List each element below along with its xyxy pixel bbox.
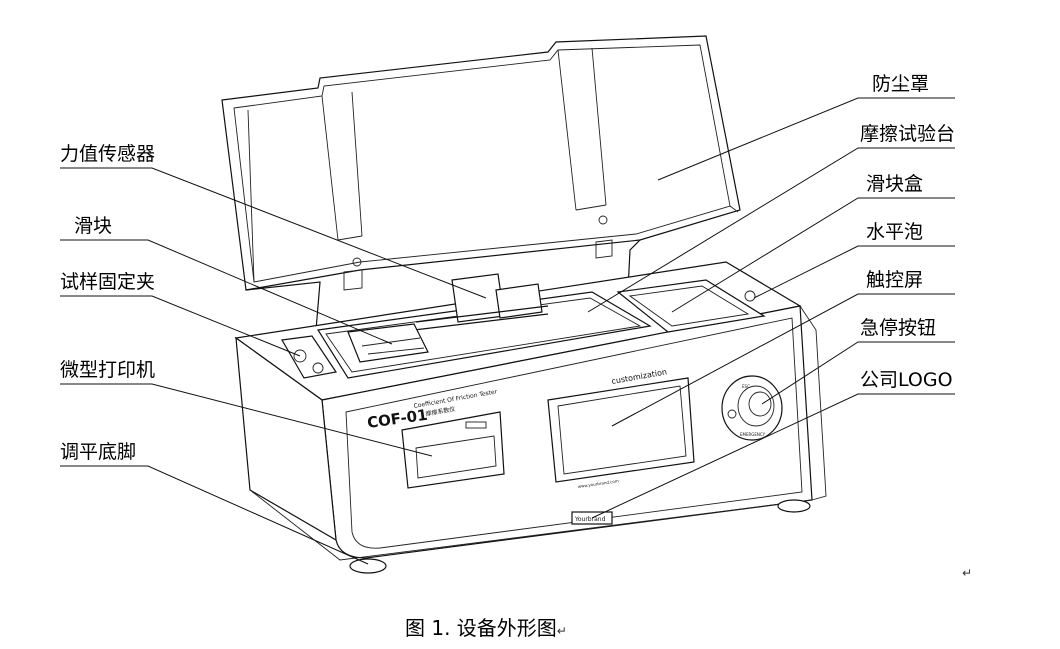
leader-sample-clamp xyxy=(60,295,301,357)
leader-emergency-stop xyxy=(761,341,955,405)
callout-labels: 防尘罩 摩擦试验台 滑块盒 水平泡 触控屏 急停按钮 公司LOGO 力值传感器 … xyxy=(60,73,955,463)
leader-lines xyxy=(60,97,955,565)
caption-text: 图 1. 设备外形图 xyxy=(405,616,557,640)
paragraph-mark: ↵ xyxy=(962,566,973,580)
label-leveling-foot: 调平底脚 xyxy=(60,441,136,463)
leader-micro-printer xyxy=(60,383,433,457)
dust-cover-drawing xyxy=(221,35,741,331)
leader-force-sensor xyxy=(60,167,487,299)
figure-caption: 图 1. 设备外形图↵ xyxy=(405,612,567,641)
label-company-logo: 公司LOGO xyxy=(860,369,953,391)
slider-box-drawing xyxy=(616,279,766,333)
leader-friction-platform xyxy=(587,147,955,313)
estop-top-text: ESC xyxy=(742,384,750,389)
touch-screen-drawing xyxy=(547,377,695,483)
printer-drawing xyxy=(401,411,505,489)
label-slider: 滑块 xyxy=(74,215,112,237)
leader-slider-box xyxy=(671,197,955,313)
label-emergency-stop: 急停按钮 xyxy=(860,317,936,339)
emergency-stop-drawing xyxy=(721,375,783,441)
label-friction-platform: 摩擦试验台 xyxy=(860,123,955,145)
label-micro-printer: 微型打印机 xyxy=(60,359,155,381)
website-text: www.yourbrand.com xyxy=(577,478,619,489)
label-dust-cover: 防尘罩 xyxy=(872,73,929,95)
leader-company-logo xyxy=(591,393,955,519)
logo-plate-text: Yourbrand xyxy=(574,516,606,523)
mechanism-drawing xyxy=(281,273,549,379)
leveling-feet-drawing xyxy=(349,499,811,574)
leader-level-bubble xyxy=(753,245,955,299)
estop-bottom-text: EMERGENCY xyxy=(740,432,766,437)
leader-touch-screen xyxy=(611,293,955,427)
label-slider-box: 滑块盒 xyxy=(866,173,923,195)
label-sample-clamp: 试样固定夹 xyxy=(60,271,155,293)
label-level-bubble: 水平泡 xyxy=(866,221,923,243)
leader-dust-cover xyxy=(657,97,955,181)
leader-slider xyxy=(60,239,393,345)
label-touch-screen: 触控屏 xyxy=(866,269,923,291)
leader-leveling-foot xyxy=(60,465,369,565)
label-force-sensor: 力值传感器 xyxy=(60,143,155,165)
caption-paragraph-mark: ↵ xyxy=(556,624,567,638)
